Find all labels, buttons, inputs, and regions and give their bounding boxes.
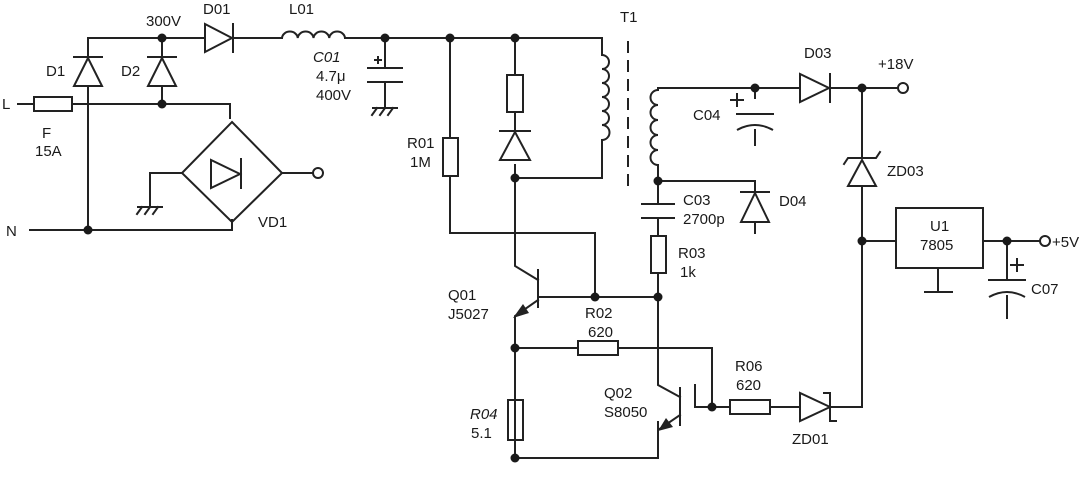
label-plus5v: +5V [1052,234,1079,251]
terminal-plus18v [897,82,909,94]
transistor-q02 [658,387,681,431]
label-zd01: ZD01 [792,431,829,448]
zener-zd01 [799,391,837,423]
label-d1: D1 [46,63,65,80]
label-q02-value: S8050 [604,404,647,421]
component-labels: 300V D01 L01 T1 C01 4.7μ 400V D1 D2 L F … [2,1,1079,448]
diode-d1 [72,55,104,87]
label-c03-value: 2700p [683,211,725,228]
label-d2: D2 [121,63,140,80]
label-q01-value: J5027 [448,306,489,323]
label-d04: D04 [779,193,807,210]
resistor-r06 [729,399,771,415]
label-q01: Q01 [448,287,476,304]
ground-symbol-c01 [370,106,398,117]
label-q02: Q02 [604,385,632,402]
capacitor-c04 [730,93,774,131]
diode-d04 [739,190,771,223]
diode-d01 [204,22,235,54]
capacitor-c01 [367,56,403,83]
diode-d03 [799,72,832,104]
label-t1: T1 [620,9,638,26]
zener-zd03 [842,150,882,187]
label-r04-value: 5.1 [471,425,492,442]
label-r01: R01 [407,135,435,152]
label-fuse: F [42,125,51,142]
resistor-r04 [507,399,524,441]
label-c04: C04 [693,107,721,124]
label-u1-value: 7805 [920,237,953,254]
label-r06: R06 [735,358,763,375]
label-r06-value: 620 [736,377,761,394]
ground-symbol-bridge [135,205,163,216]
capacitor-c03 [641,203,675,219]
label-d03: D03 [804,45,832,62]
label-l01: L01 [289,1,314,18]
resistor-r03 [650,235,667,274]
wires [17,37,1041,459]
transformer-t1-primary [601,54,611,141]
label-d01: D01 [203,1,231,18]
junctions [83,33,1012,463]
terminal-plus5v [1039,235,1051,247]
resistor-r02 [577,340,619,356]
resistor-r01 [442,137,459,177]
capacitor-c07 [988,258,1026,298]
transistor-q01 [513,269,539,318]
diode-d2 [146,55,178,87]
label-r03: R03 [678,245,706,262]
label-vd1: VD1 [258,214,287,231]
label-r01-value: 1M [410,154,431,171]
label-c01-value: 4.7μ [316,68,346,85]
label-r03-value: 1k [680,264,696,281]
label-r02: R02 [585,305,613,322]
label-fuse-value: 15A [35,143,62,160]
label-u1: U1 [930,218,949,235]
label-n: N [6,223,17,240]
label-zd03: ZD03 [887,163,924,180]
label-c01-voltage: 400V [316,87,351,104]
bridge-rectifier-vd1 [180,120,284,224]
label-r04: R04 [470,406,498,423]
inductor-l01 [281,30,346,39]
bridge-output-terminal [312,167,324,179]
label-300v: 300V [146,13,181,30]
label-c01: C01 [313,49,341,66]
diode-snubber [498,129,532,161]
label-c07: C07 [1031,281,1059,298]
regulator-u1 [895,207,984,269]
resistor-snubber [506,74,524,113]
label-l: L [2,96,10,113]
label-c03: C03 [683,192,711,209]
transformer-t1-secondary [649,89,659,166]
label-plus18v: +18V [878,56,913,73]
label-r02-value: 620 [588,324,613,341]
fuse-f [33,96,73,112]
